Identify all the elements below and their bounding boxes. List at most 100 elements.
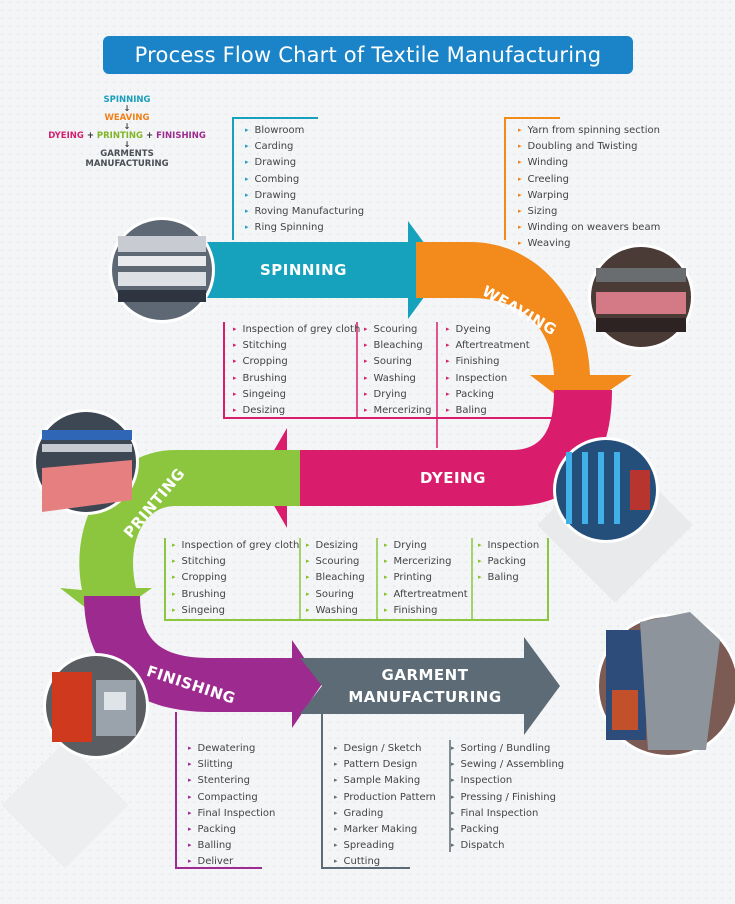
step-item: Stitching (172, 554, 299, 570)
step-item: Sizing (518, 204, 660, 220)
step-item: Scouring (364, 322, 431, 338)
page-title: Process Flow Chart of Textile Manufactur… (134, 43, 602, 67)
step-item: Inspection (446, 371, 530, 387)
weaving-photo (588, 244, 694, 350)
step-item: Bleaching (306, 570, 365, 586)
finishing-photo (43, 653, 149, 759)
step-item: Weaving (518, 236, 660, 252)
step-item: Winding on weavers beam (518, 220, 661, 236)
mini-plus: + (145, 131, 154, 141)
step-item: Ring Spinning (245, 220, 364, 236)
spinning-arrow (185, 221, 444, 319)
printing-steps-col3: DryingMercerizingPrintingAftertreatmentF… (384, 538, 468, 619)
mini-garments: GARMENTS (100, 149, 154, 159)
step-item: Balling (188, 838, 275, 854)
step-item: Doubling and Twisting (518, 139, 660, 155)
weaving-arrow (416, 242, 632, 412)
step-item: Final Inspection (451, 806, 564, 822)
step-item: Brushing (172, 587, 299, 603)
finishing-steps: DewateringSlittingStenteringCompactingFi… (188, 741, 276, 871)
mini-combined-row: DYEING + PRINTING + FINISHING (42, 131, 212, 141)
mini-arrow-icon: ↓ (123, 104, 131, 113)
step-item: Souring (364, 354, 431, 370)
mini-arrow-icon: ↓ (123, 140, 131, 149)
step-item: Baling (478, 570, 539, 586)
stage-label-garment-line2: MANUFACTURING (348, 688, 502, 706)
step-item: Cropping (233, 354, 360, 370)
step-item: Souring (306, 587, 365, 603)
step-item: Dyeing (446, 322, 530, 338)
step-item: Winding (518, 155, 660, 171)
dyeing-photo (553, 437, 659, 543)
step-item: Washing (364, 371, 431, 387)
step-item: Packing (451, 822, 564, 838)
step-item: Inspection (451, 773, 564, 789)
step-item: Slitting (188, 757, 275, 773)
step-item: Aftertreatment (384, 587, 468, 603)
step-item: Final Inspection (188, 806, 276, 822)
step-item: Drawing (245, 188, 364, 204)
step-item: Warping (518, 188, 660, 204)
mini-arrow-icon: ↓ (123, 122, 131, 131)
printing-steps-col2: DesizingScouringBleachingSouringWashing (306, 538, 365, 619)
step-item: Compacting (188, 790, 275, 806)
step-item: Spreading (334, 838, 436, 854)
mini-plus: + (86, 131, 94, 141)
step-item: Finishing (384, 603, 468, 619)
mini-finishing: FINISHING (156, 131, 206, 141)
step-item: Baling (446, 403, 530, 419)
dyeing-steps-col1: Inspection of grey clothStitchingCroppin… (233, 322, 361, 419)
step-item: Inspection (478, 538, 540, 554)
mini-weaving: WEAVING (104, 113, 150, 123)
step-item: Drying (364, 387, 431, 403)
printing-bracket (164, 538, 549, 621)
step-item: Aftertreatment (446, 338, 530, 354)
step-item: Carding (245, 139, 364, 155)
step-item: Sample Making (334, 773, 436, 789)
mini-dyeing: DYEING (48, 131, 84, 141)
step-item: Pattern Design (334, 757, 436, 773)
step-item: Roving Manufacturing (245, 204, 365, 220)
step-item: Pressing / Finishing (451, 790, 564, 806)
step-item: Design / Sketch (334, 741, 436, 757)
printing-steps-col1: Inspection of grey clothStitchingCroppin… (172, 538, 300, 619)
step-item: Packing (446, 387, 530, 403)
printing-photo (33, 409, 139, 515)
mini-spinning: SPINNING (103, 95, 151, 105)
step-item: Mercerizing (364, 403, 432, 419)
step-item: Packing (188, 822, 275, 838)
weaving-bracket (504, 117, 560, 240)
spinning-photo (109, 217, 215, 323)
step-item: Desizing (306, 538, 365, 554)
printing-steps-col4: InspectionPackingBaling (478, 538, 540, 587)
step-item: Dewatering (188, 741, 275, 757)
step-item: Sorting / Bundling (451, 741, 564, 757)
step-item: Combing (245, 172, 364, 188)
step-item: Grading (334, 806, 436, 822)
garment-steps-col2: Sorting / BundlingSewing / AssemblingIns… (451, 741, 565, 854)
dyeing-steps-col2: ScouringBleachingSouringWashingDryingMer… (364, 322, 432, 419)
garment-photo (596, 612, 735, 758)
mini-printing: PRINTING (96, 131, 144, 141)
step-item: Printing (384, 570, 468, 586)
step-item: Marker Making (334, 822, 436, 838)
step-item: Stentering (188, 773, 275, 789)
stage-label-garment: GARMENT MANUFACTURING (345, 664, 505, 708)
step-item: Blowroom (245, 123, 364, 139)
step-item: Scouring (306, 554, 365, 570)
stage-label-dyeing: DYEING (420, 469, 486, 487)
step-item: Finishing (446, 354, 530, 370)
step-item: Singeing (172, 603, 299, 619)
step-item: Washing (306, 603, 365, 619)
spinning-steps: BlowroomCardingDrawingCombingDrawingRovi… (245, 123, 365, 236)
step-item: Production Pattern (334, 790, 436, 806)
stage-label-garment-line1: GARMENT (381, 666, 469, 684)
step-item: Brushing (233, 371, 360, 387)
dyeing-arrow (258, 390, 612, 528)
title-banner: Process Flow Chart of Textile Manufactur… (103, 36, 633, 74)
step-item: Bleaching (364, 338, 431, 354)
step-item: Mercerizing (384, 554, 468, 570)
mini-flow: SPINNING ↓ WEAVING ↓ DYEING + PRINTING +… (42, 95, 212, 169)
garment-steps-col1: Design / SketchPattern DesignSample Maki… (334, 741, 436, 871)
stage-label-spinning: SPINNING (260, 261, 347, 279)
